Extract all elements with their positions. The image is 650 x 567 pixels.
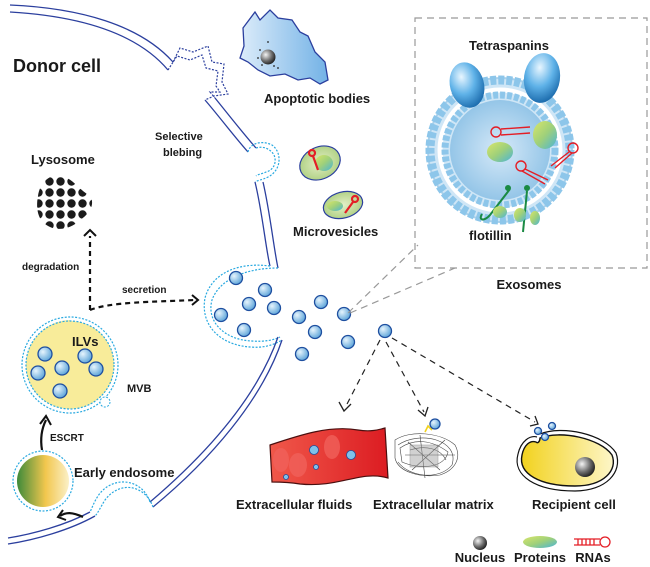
exosome xyxy=(533,426,543,436)
exosome xyxy=(340,334,356,350)
apoptotic-bodies-label: Apoptotic bodies xyxy=(264,91,370,106)
exosome xyxy=(228,270,244,286)
extracellular-matrix-label: Extracellular matrix xyxy=(373,497,494,512)
lysosome xyxy=(37,175,93,229)
exosome xyxy=(213,307,229,323)
ilv xyxy=(30,365,46,381)
lysosome-label: Lysosome xyxy=(31,152,95,167)
exosome xyxy=(241,296,257,312)
ilv xyxy=(52,383,68,399)
degradation-arrowhead-icon xyxy=(83,228,97,237)
rnas-icon xyxy=(574,536,611,548)
exosomes-label: Exosomes xyxy=(496,277,561,292)
rna-icon xyxy=(515,160,549,185)
apoptotic-body xyxy=(239,9,329,85)
ilv xyxy=(88,361,104,377)
exosome xyxy=(236,322,252,338)
legend: Nucleus Proteins RNAs xyxy=(455,536,611,565)
secretion-label: secretion xyxy=(122,285,166,296)
secretion-arrow xyxy=(89,298,196,312)
ilv xyxy=(77,348,93,364)
exosome xyxy=(429,418,441,430)
selective-blebing-label-line2: blebing xyxy=(163,147,202,159)
arrow-to-matrix xyxy=(385,341,425,413)
endocytosis-arrow xyxy=(59,512,84,519)
exosome-structure xyxy=(425,53,579,233)
microvesicles-label: Microvesicles xyxy=(293,224,378,239)
donor-cell-membrane xyxy=(7,4,283,545)
escrt-arrow xyxy=(40,419,47,451)
arrow-to-fluids xyxy=(344,339,381,409)
protein-icon xyxy=(487,142,513,162)
exosome xyxy=(377,323,393,339)
arrowhead-icon xyxy=(338,401,352,413)
tetraspanins-label: Tetraspanins xyxy=(469,38,549,53)
protein-icon xyxy=(315,155,333,171)
degradation-label: degradation xyxy=(22,262,79,273)
escrt-arrowhead-icon xyxy=(39,414,52,426)
ilv-group xyxy=(30,346,104,399)
apoptotic-nucleus-icon xyxy=(260,49,276,65)
exosome xyxy=(307,324,323,340)
rna-icon xyxy=(344,194,360,214)
nucleus-icon xyxy=(473,536,487,550)
endocytosis-arrowhead-icon xyxy=(56,509,67,521)
extracellular-matrix xyxy=(394,424,459,479)
escrt-label: ESCRT xyxy=(50,433,84,444)
lipid-bilayer-inner xyxy=(441,91,559,209)
rna-icon xyxy=(550,142,579,169)
legend-proteins-label: Proteins xyxy=(514,550,566,565)
ilv xyxy=(37,346,53,362)
flotillin-label: flotillin xyxy=(469,228,512,243)
early-endosome xyxy=(12,450,74,512)
recipient-nucleus-icon xyxy=(575,457,595,477)
legend-nucleus-label: Nucleus xyxy=(455,550,506,565)
exosome xyxy=(540,432,550,442)
microvesicle xyxy=(322,190,364,220)
proteins-icon xyxy=(523,536,557,548)
exosome xyxy=(291,309,307,325)
early-endosome-label: Early endosome xyxy=(74,465,174,480)
selective-blebing-label-line1: Selective xyxy=(155,131,203,143)
extracellular-fluids xyxy=(269,427,389,486)
secretion-arrowhead-icon xyxy=(191,294,200,306)
exosome xyxy=(336,306,352,322)
callout-line xyxy=(347,244,419,314)
rna-icon xyxy=(490,126,531,138)
protein-icon xyxy=(327,201,343,211)
exosome xyxy=(547,421,557,431)
exosome xyxy=(266,300,282,316)
rna-icon xyxy=(307,148,320,171)
arrowhead-icon xyxy=(529,415,539,427)
microvesicle xyxy=(299,145,341,181)
protein-icon xyxy=(533,121,557,149)
donor-cell-label: Donor cell xyxy=(13,56,101,76)
recipient-cell xyxy=(516,429,619,492)
mvb-label: MVB xyxy=(127,383,152,395)
tetraspanin xyxy=(523,53,561,103)
ilv xyxy=(54,360,70,376)
mvb xyxy=(21,316,119,414)
recipient-cell-label: Recipient cell xyxy=(532,497,616,512)
exosome xyxy=(257,282,273,298)
exosome xyxy=(294,346,310,362)
secreted-exosomes xyxy=(213,270,393,362)
extracellular-fluids-label: Extracellular fluids xyxy=(236,497,352,512)
arrowhead-icon xyxy=(417,406,429,418)
legend-rnas-label: RNAs xyxy=(575,550,610,565)
ilvs-label: ILVs xyxy=(72,334,99,349)
exosome xyxy=(313,294,329,310)
tetraspanin xyxy=(449,62,485,108)
lipid-bilayer-outer xyxy=(425,75,575,225)
callout-line xyxy=(349,267,456,314)
arrow-to-recipient xyxy=(391,337,536,423)
